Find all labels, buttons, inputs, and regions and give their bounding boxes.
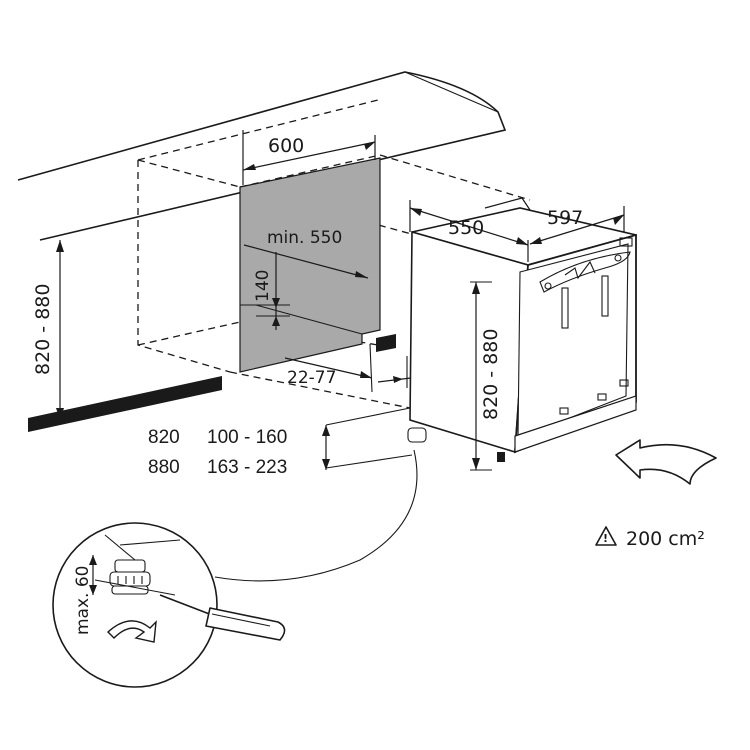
foot-adjustable bbox=[407, 427, 427, 443]
dim-appliance-height: 820 - 880 bbox=[470, 281, 502, 471]
label-600: 600 bbox=[268, 135, 304, 157]
countertop bbox=[17, 71, 507, 241]
label-140: 140 bbox=[253, 270, 273, 302]
label-appliance-height: 820 - 880 bbox=[480, 329, 502, 420]
foot-adjust-detail: max. 60 bbox=[52, 522, 218, 688]
screwdriver-icon bbox=[159, 594, 286, 641]
dim-min-550: min. 550 bbox=[243, 228, 369, 279]
callout-line bbox=[214, 449, 418, 582]
plinth-row-2-range: 163 - 223 bbox=[207, 457, 287, 478]
ventilation-area: 200 cm² bbox=[626, 528, 705, 550]
svg-text:!: ! bbox=[603, 532, 608, 545]
plinth-table: 820 100 - 160 880 163 - 223 bbox=[148, 407, 413, 478]
label-niche-height: 820 - 880 bbox=[32, 284, 54, 375]
fridge bbox=[407, 207, 637, 462]
airflow-arrow-icon bbox=[615, 439, 717, 485]
rotate-arrow-icon bbox=[106, 620, 157, 643]
label-550: 550 bbox=[448, 217, 484, 239]
dim-niche-height: 820 - 880 bbox=[32, 240, 64, 420]
floor bbox=[28, 334, 396, 432]
label-597: 597 bbox=[547, 207, 583, 229]
dim-600: 600 bbox=[242, 130, 376, 185]
plinth-row-1-range: 100 - 160 bbox=[207, 427, 287, 448]
door-fittings bbox=[539, 237, 633, 415]
ventilation-note: ! 200 cm² bbox=[595, 526, 705, 550]
dim-22-77: 22-77 bbox=[284, 343, 373, 393]
niche-back-wall bbox=[239, 157, 381, 373]
label-22-77: 22-77 bbox=[287, 368, 336, 388]
foot-front bbox=[497, 452, 505, 462]
plinth-row-1-height: 820 bbox=[148, 427, 180, 448]
dim-597: 597 bbox=[484, 197, 625, 245]
label-max-60: max. 60 bbox=[73, 566, 93, 635]
dim-550: 550 bbox=[409, 200, 529, 262]
dim-140: 140 bbox=[253, 252, 290, 330]
warning-icon bbox=[595, 526, 617, 546]
label-min-550: min. 550 bbox=[267, 228, 342, 248]
plinth-row-2-height: 880 bbox=[148, 457, 180, 478]
